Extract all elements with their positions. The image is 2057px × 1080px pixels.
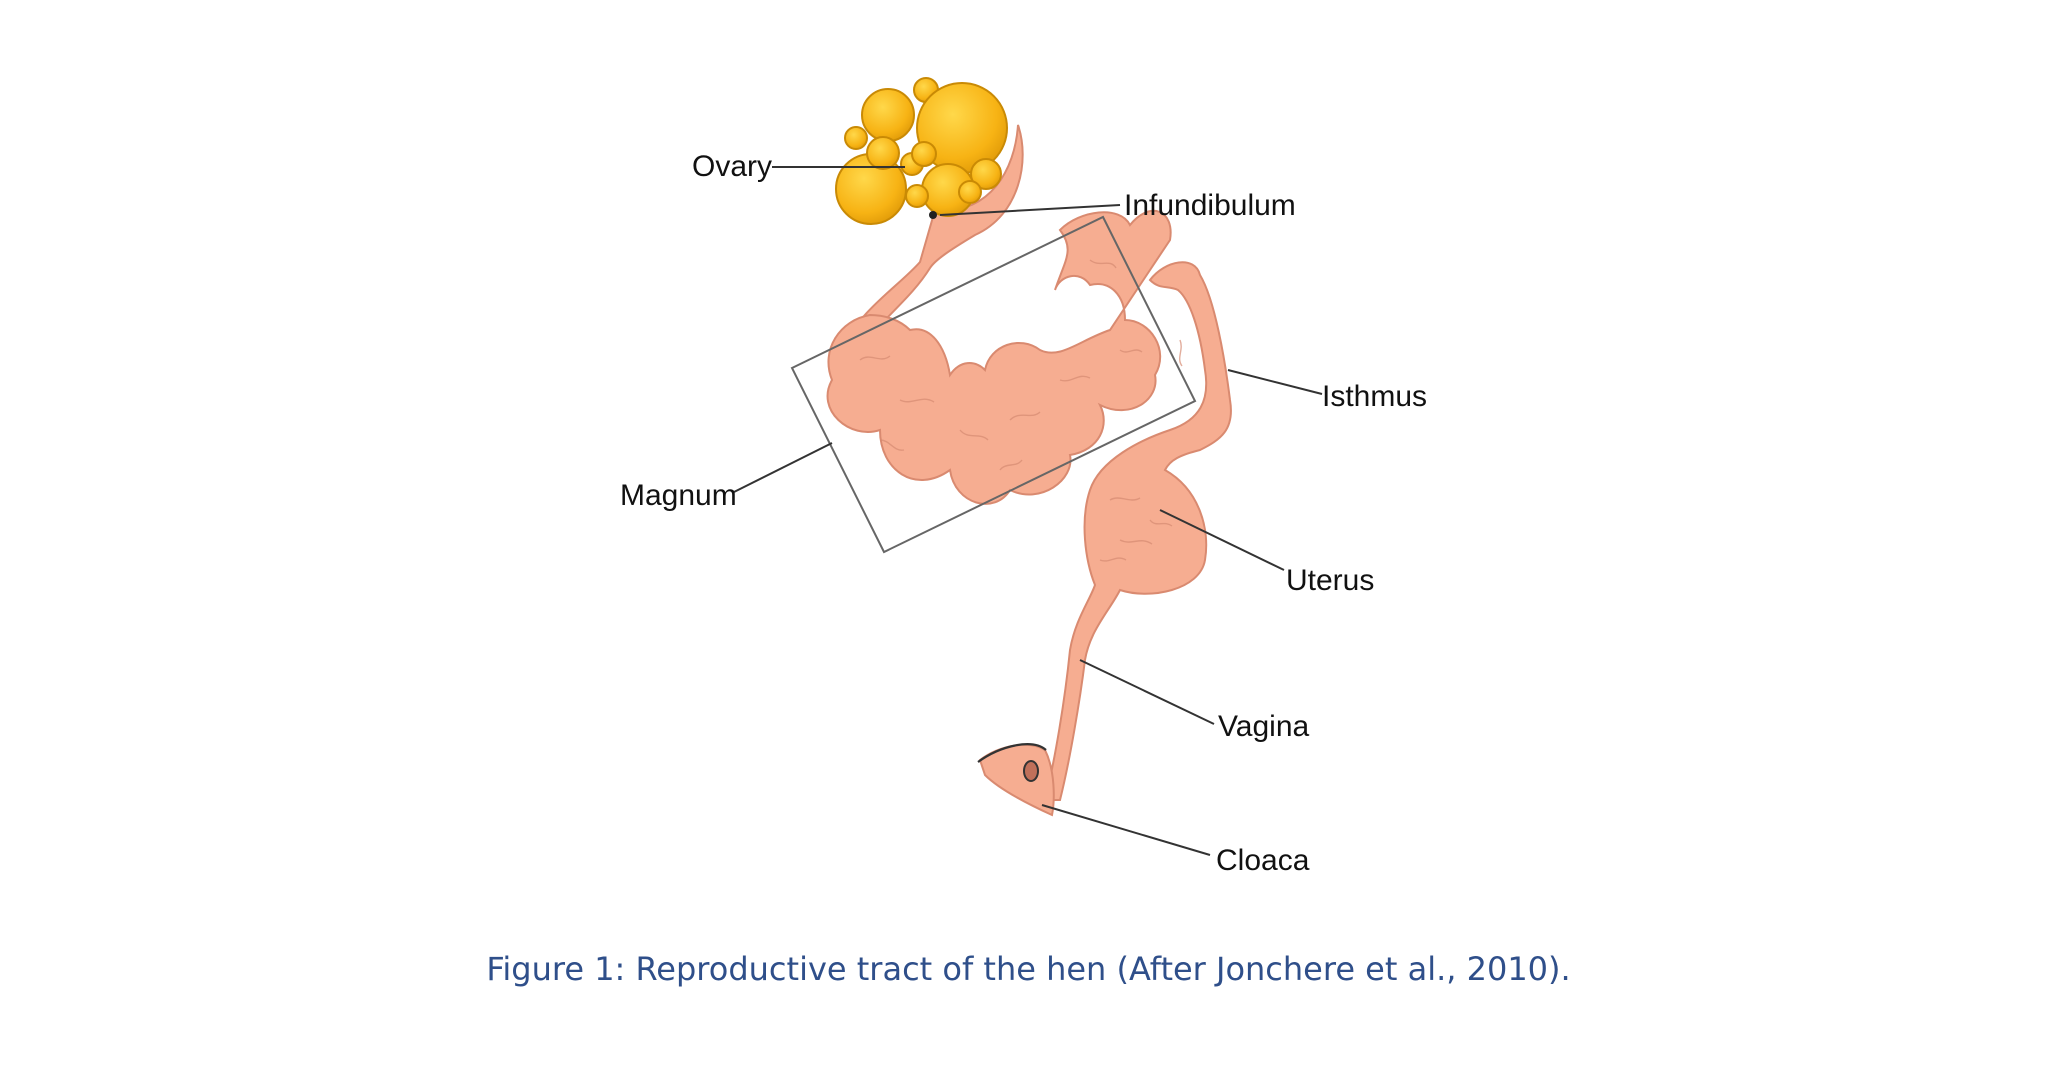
isthmus-uterus-shape [1043,261,1232,801]
ovary-follicles [835,77,1008,225]
ovary-label: Ovary [692,150,772,183]
magnum-texture [859,259,1143,471]
figure-caption: Figure 1: Reproductive tract of the hen … [486,950,1571,988]
infundibulum-label: Infundibulum [1124,189,1296,222]
cloaca-opening [1023,760,1039,782]
vagina-label: Vagina [1218,710,1310,743]
cloaca-label: Cloaca [1216,844,1310,877]
magnum-box [790,215,1197,554]
magnum-leader [731,442,833,494]
infundibulum-leader [939,204,1121,216]
cloaca-leader [1041,804,1211,856]
magnum-label: Magnum [620,479,737,512]
cloaca-outline [977,743,1047,763]
isthmus-label: Isthmus [1322,380,1427,413]
uterus-leader [1159,509,1285,571]
uterus-label: Uterus [1286,564,1374,597]
isthmus-leader [1227,369,1323,395]
ovary-stigma-dot [929,211,937,219]
uterus-texture [1099,339,1183,562]
magnum-shape [826,209,1172,505]
vagina-leader [1079,659,1215,725]
